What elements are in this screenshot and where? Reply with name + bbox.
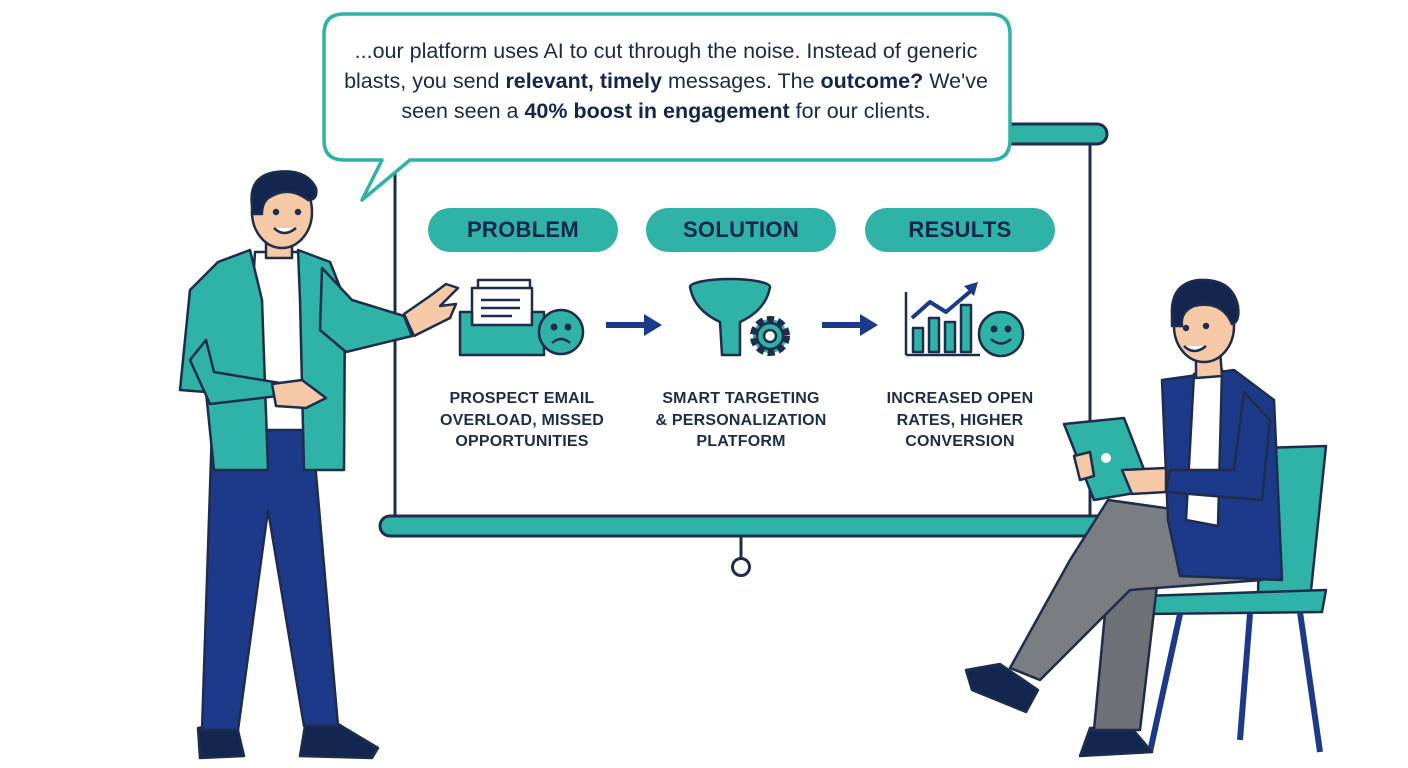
- arrow-right-icon: [606, 314, 662, 336]
- pull-ring-icon: [731, 557, 751, 577]
- speech-text: ...our platform uses AI to cut through t…: [336, 36, 996, 126]
- results-pill: RESULTS: [865, 208, 1055, 252]
- caption-line: RATES, HIGHER: [896, 411, 1024, 429]
- caption-line: OVERLOAD, MISSED: [439, 411, 605, 429]
- caption-line: INCREASED OPEN: [886, 390, 1034, 407]
- results-caption: INCREASED OPEN RATES, HIGHER CONVERSION: [845, 388, 1075, 453]
- problem-caption: PROSPECT EMAIL OVERLOAD, MISSED OPPORTUN…: [407, 388, 637, 453]
- speech-fragment: for our clients.: [789, 99, 931, 123]
- speech-fragment: blasts, you send: [344, 69, 506, 93]
- solution-caption: SMART TARGETING & PERSONALIZATION PLATFO…: [626, 388, 856, 453]
- speech-line-3: seen seen a 40% boost in engagement for …: [336, 96, 996, 126]
- arrow-right-icon: [822, 314, 878, 336]
- caption-line: SMART TARGETING: [662, 390, 820, 407]
- speech-line-2: blasts, you send relevant, timely messag…: [336, 66, 996, 96]
- speech-fragment: seen seen a: [401, 99, 525, 123]
- email-overload-sad-icon: [458, 278, 585, 357]
- speech-bubble: [322, 12, 1012, 202]
- seated-client-figure: [964, 278, 1284, 758]
- presenter-figure: [178, 170, 460, 760]
- caption-line: PROSPECT EMAIL: [449, 390, 595, 407]
- growth-chart-smile-icon: [904, 282, 1025, 358]
- speech-fragment: messages. The: [661, 69, 821, 93]
- caption-line: CONVERSION: [905, 433, 1015, 450]
- caption-line: & PERSONALIZATION: [655, 411, 827, 429]
- caption-line: PLATFORM: [696, 433, 786, 450]
- problem-pill: PROBLEM: [428, 208, 618, 252]
- speech-emphasis: relevant, timely: [505, 69, 662, 93]
- speech-emphasis: outcome?: [820, 69, 924, 93]
- funnel-gear-icon: [688, 277, 790, 357]
- speech-emphasis: 40% boost in engagement: [524, 99, 790, 123]
- speech-fragment: We've: [923, 69, 988, 93]
- speech-line-1: ...our platform uses AI to cut through t…: [354, 39, 978, 63]
- solution-pill: SOLUTION: [646, 208, 836, 252]
- caption-line: OPPORTUNITIES: [455, 433, 589, 450]
